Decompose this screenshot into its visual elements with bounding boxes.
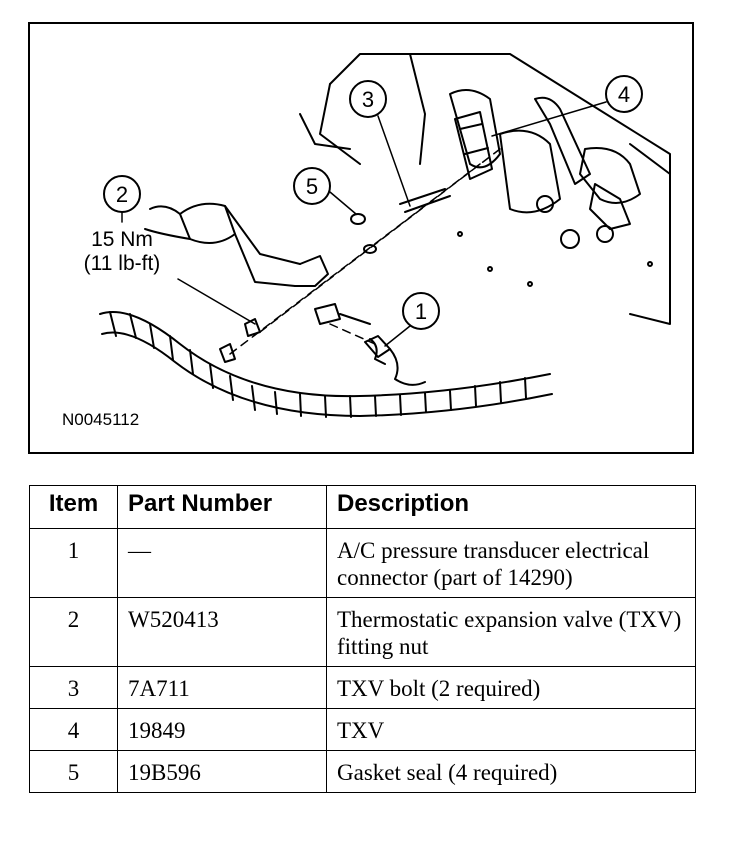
cell-description: Gasket seal (4 required): [326, 750, 696, 793]
cell-description: Thermostatic expansion valve (TXV) fitti…: [326, 597, 696, 667]
cell-item: 4: [29, 708, 118, 751]
cell-part-number: 19B596: [117, 750, 327, 793]
bulkhead-panel: [299, 53, 671, 325]
parts-table: Item Part Number Description 1 — A/C pre…: [29, 485, 696, 793]
cell-item: 5: [29, 750, 118, 793]
fasteners: [219, 188, 451, 365]
cell-part-number: W520413: [117, 597, 327, 667]
callout-circles: [103, 75, 643, 330]
table-row: 2 W520413 Thermostatic expansion valve (…: [29, 597, 696, 667]
txv-valve-body: [454, 111, 493, 180]
protective-sleeve: [99, 311, 553, 418]
cell-part-number: —: [117, 528, 327, 598]
txv-exploded-illustration: 2 3 4 5 1 15 Nm (11 lb-ft) N0045112: [62, 53, 671, 429]
cell-item: 3: [29, 666, 118, 709]
table-header-row: Item Part Number Description: [29, 485, 696, 529]
cell-part-number: 7A711: [117, 666, 327, 709]
callout-circle-4: [605, 75, 643, 113]
callout-5-label: 5: [306, 174, 318, 199]
alignment-lines: [229, 148, 501, 355]
table-row: 5 19B596 Gasket seal (4 required): [29, 750, 696, 793]
callout-circle-1: [402, 292, 440, 330]
cell-item: 2: [29, 597, 118, 667]
table-row: 1 — A/C pressure transducer electrical c…: [29, 528, 696, 598]
header-item: Item: [29, 485, 118, 529]
callout-4-label: 4: [618, 82, 630, 107]
callout-1-label: 1: [415, 299, 427, 324]
torque-value: 15 Nm: [91, 228, 153, 251]
callout-3-label: 3: [362, 87, 374, 112]
ac-line-tube: [144, 202, 329, 287]
torque-imperial: (11 lb-ft): [84, 252, 161, 275]
table-row: 4 19849 TXV: [29, 708, 696, 751]
header-description: Description: [326, 485, 696, 529]
callout-circle-3: [349, 80, 387, 118]
leader-lines: [121, 101, 607, 347]
callout-circle-5: [293, 167, 331, 205]
cell-part-number: 19849: [117, 708, 327, 751]
cell-description: TXV: [326, 708, 696, 751]
cell-description: A/C pressure transducer electrical conne…: [326, 528, 696, 598]
figure-id: N0045112: [62, 410, 139, 429]
header-part-number: Part Number: [117, 485, 327, 529]
callout-2-label: 2: [116, 182, 128, 207]
cell-description: TXV bolt (2 required): [326, 666, 696, 709]
cell-item: 1: [29, 528, 118, 598]
illustration-frame: 2 3 4 5 1 15 Nm (11 lb-ft) N0045112: [28, 22, 694, 454]
electrical-connector: [364, 335, 426, 386]
table-row: 3 7A711 TXV bolt (2 required): [29, 666, 696, 709]
